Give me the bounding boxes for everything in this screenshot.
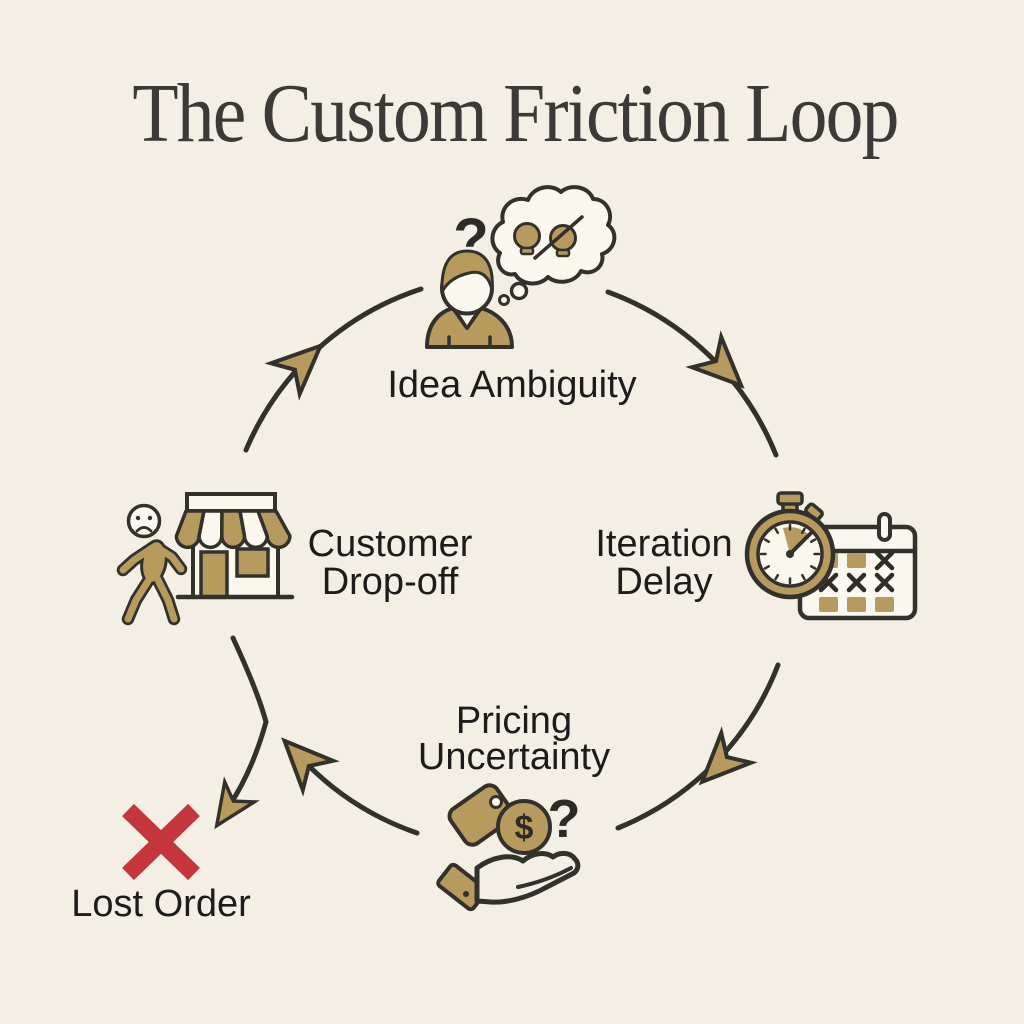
stage-label-drop-off: Drop-off (322, 561, 459, 603)
stopwatch-crown (776, 491, 804, 506)
stage-label-delay: Delay (615, 561, 712, 603)
store-window (235, 547, 270, 578)
store-door (199, 550, 229, 599)
hand-finger-line (516, 866, 573, 889)
lost-order-exit: Lost Order (71, 803, 251, 925)
thought-trail-bubble (498, 294, 510, 306)
lost-order-label: Lost Order (71, 883, 251, 925)
person-hair (440, 249, 494, 294)
thought-trail-bubble (509, 281, 529, 301)
sleeve-marks (447, 335, 492, 349)
storefront-icon (174, 492, 295, 600)
tag-hole (489, 795, 503, 809)
question-mark-icon: ? (548, 789, 581, 849)
stopwatch-hand (788, 530, 814, 556)
arc-top-to-right (605, 289, 779, 458)
arc-right-to-bottom (615, 662, 781, 831)
thought-bubble-icon (490, 185, 617, 306)
stage-pricing-uncertainty: Pricing Uncertainty $ ? (418, 700, 610, 912)
hand-palm (474, 850, 581, 905)
stopwatch-ticks (759, 523, 821, 585)
page-title: The Custom Friction Loop (132, 67, 899, 160)
arrowhead-icon (687, 733, 751, 797)
open-hand-icon (436, 850, 581, 912)
stage-label-customer: Customer (308, 523, 473, 565)
cuff-button (463, 891, 469, 897)
stage-label-pricing: Pricing (456, 700, 572, 742)
exit-curve-to-lost-order (226, 635, 269, 809)
stage-label-uncertainty: Uncertainty (418, 736, 610, 778)
price-tag-icon (447, 783, 515, 847)
calendar-ring (877, 512, 892, 542)
stage-iteration-delay: Iteration Delay (595, 491, 918, 621)
exit-arrowhead-icon (200, 780, 257, 838)
dollar-sign: $ (515, 809, 534, 847)
slash-line (533, 215, 584, 260)
arc-bottom-to-left (301, 758, 420, 836)
red-x-icon (122, 803, 200, 881)
sad-face-icon (126, 503, 162, 539)
calendar-day-cells (819, 553, 894, 612)
stage-label-idea-ambiguity: Idea Ambiguity (387, 364, 636, 406)
dollar-coin-icon: $ (496, 799, 552, 855)
person-limbs-gold (119, 544, 185, 623)
title-text: The Custom Friction Loop (132, 67, 897, 160)
stage-idea-ambiguity: ? Idea Ambiguity (387, 185, 637, 406)
stopwatch-pivot (786, 550, 794, 558)
confused-person-icon (425, 249, 514, 349)
store-awning (174, 509, 292, 550)
crossed-lightbulb-icon (533, 215, 584, 260)
walking-away-person-icon (116, 503, 188, 626)
stopwatch-icon (744, 491, 836, 600)
stage-label-iteration: Iteration (595, 523, 732, 565)
store-sign (185, 492, 277, 513)
stage-customer-drop-off: Customer Drop-off (116, 492, 473, 626)
person-torso-gold (143, 542, 165, 582)
lightbulb-icon (513, 222, 541, 256)
calendar-x-marks (818, 550, 895, 593)
